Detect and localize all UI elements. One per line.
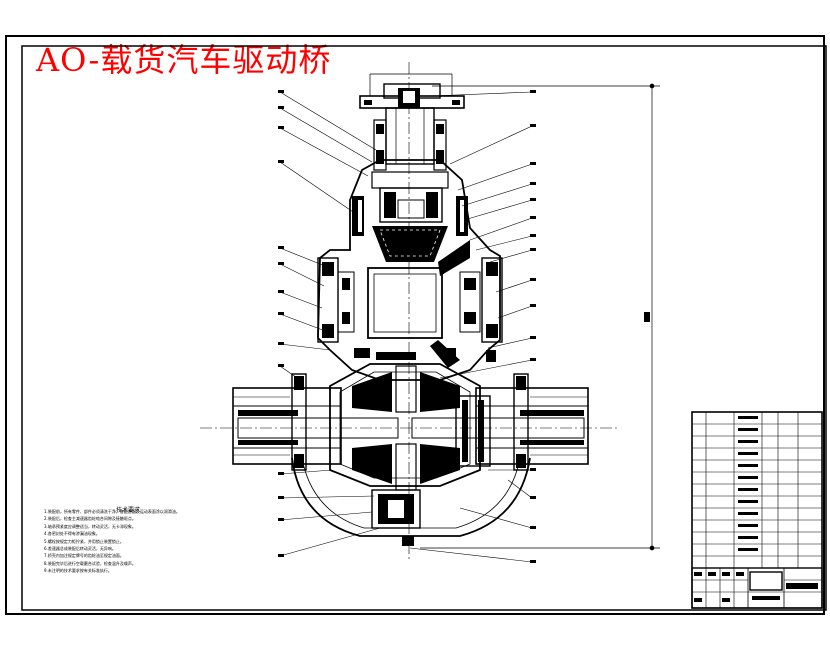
- right-half-shaft: [411, 417, 585, 439]
- table-cell-text-mark: [738, 428, 758, 431]
- note-line: 9.未注明的技术要求按有关标准执行。: [44, 568, 112, 574]
- table-cell-text-mark: [738, 488, 758, 491]
- table-cell-text-mark: [738, 416, 758, 419]
- note-line: 6.差速器总成装配后转动灵活，无异响。: [44, 546, 116, 552]
- note-line: 5.螺栓按规定力矩拧紧，并用锁止装置锁止。: [44, 538, 124, 544]
- carrier-bolts: [354, 348, 496, 362]
- left-axle-tube: [232, 387, 342, 465]
- technical-notes: 1.装配前，所有零件、部件必须清洗干净，各配合面及运动表面涂以润滑油。 2.装配…: [44, 508, 354, 575]
- pinion-shaft: [373, 107, 447, 171]
- leader-lines-left: [279, 91, 381, 557]
- table-cell-text-mark: [738, 476, 758, 479]
- pinion-flange: [359, 83, 465, 109]
- note-line: 2.装配后，检查主减速器齿轮啮合间隙及接触斑点。: [44, 516, 136, 522]
- table-cell-text-mark: [738, 548, 758, 551]
- note-line: 1.装配前，所有零件、部件必须清洗干净，各配合面及运动表面涂以润滑油。: [44, 509, 180, 514]
- flange-dimension: [369, 73, 453, 96]
- note-line: 3.轴承预紧度应调整适当，转动灵活，无卡滞现象。: [44, 523, 136, 529]
- drawing-title: AO-载货汽车驱动桥: [36, 41, 332, 79]
- note-line: 7.桥壳内加注规定牌号的齿轮油至规定油面。: [44, 553, 124, 559]
- leader-markers-right: [530, 90, 536, 563]
- table-cell-text-mark: [738, 512, 758, 515]
- height-dimension: [420, 83, 660, 551]
- note-line: 8.装配完毕后进行空载磨合试验，检查温升及噪声。: [44, 560, 136, 566]
- pinion-bearings: [352, 171, 468, 236]
- table-cell-text-mark: [738, 464, 758, 467]
- note-line: 4.各密封处不得有渗漏油现象。: [44, 531, 100, 537]
- left-half-shaft: [237, 417, 399, 439]
- technical-notes-heading: 技术要求: [116, 507, 141, 514]
- title-block: [691, 567, 823, 609]
- right-side-bearing: [459, 257, 503, 343]
- table-cell-text-mark: [738, 536, 758, 539]
- bevel-pinion: [372, 226, 448, 262]
- left-side-bearing: [317, 257, 355, 343]
- leader-markers-left: [278, 90, 284, 557]
- table-cell-text-mark: [738, 452, 758, 455]
- right-axle-tube: [475, 387, 589, 465]
- bottom-gear: [371, 489, 421, 546]
- leader-lines-right: [409, 91, 533, 563]
- differential-case: [291, 363, 529, 491]
- table-cell-text-mark: [738, 440, 758, 443]
- parts-list-rows: [692, 416, 822, 557]
- outer-frame: [5, 35, 825, 615]
- table-cell-text-mark: [738, 500, 758, 503]
- inner-border: [21, 45, 827, 611]
- table-cell-text-mark: [738, 524, 758, 527]
